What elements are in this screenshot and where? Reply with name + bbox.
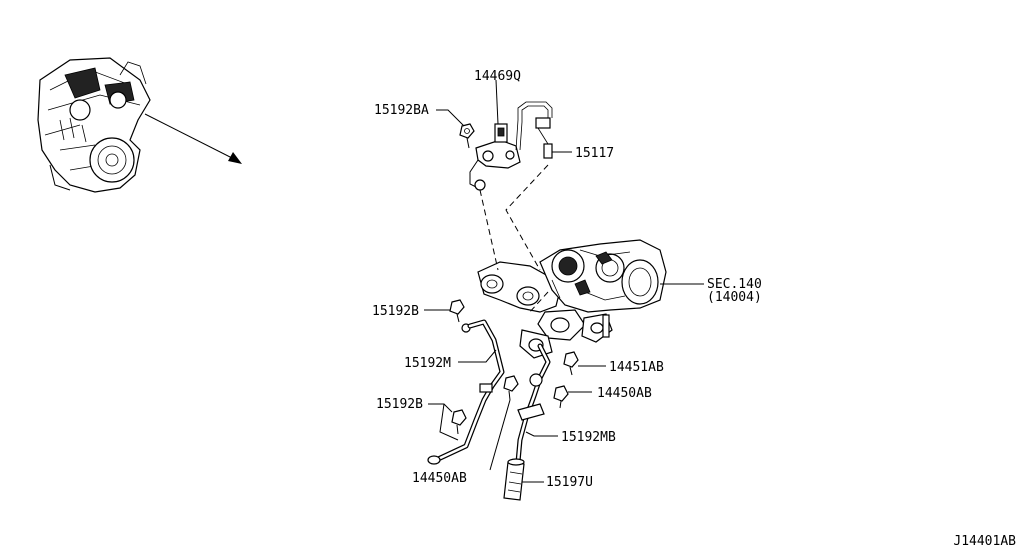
leader-15192ba [436,109,465,127]
dash-15117-to-manifold [505,164,549,271]
dash-manifold-to-tube [527,291,549,315]
overview-arrow [144,113,242,164]
callout-15192ba: 15192BA [374,103,429,118]
callout-sec140: SEC.140 [707,277,762,292]
callout-14469q: 14469Q [474,69,521,84]
hose-15197u [503,458,525,501]
dash-sensor-to-manifold [479,189,499,271]
callout-15117: 15117 [575,146,614,161]
bolt-14450ab-right [553,385,569,409]
tube-15192m [427,319,505,465]
engine-overview-illustration [37,57,151,193]
bolt-14450ab-bottom [503,375,519,401]
callout-14451ab: 14451AB [609,360,664,375]
bolt-15192b-upper [449,299,471,333]
callout-15192b-lower: 15192B [376,397,423,412]
turbocharger-assembly [477,239,667,359]
leader-15192mb [525,431,558,437]
bolt-15192b-lower [451,409,467,435]
callout-15197u: 15197U [546,475,593,490]
sensor-15117 [515,101,553,159]
callout-14450ab-right: 14450AB [597,386,652,401]
leader-14450ab-bottom [489,399,511,471]
leader-15192m [458,349,497,363]
bolt-15192ba [459,123,475,149]
tube-15192mb [515,343,551,465]
bolt-14451ab [563,351,579,376]
leader-14469q [495,79,499,125]
callout-15192mb: 15192MB [561,430,616,445]
callout-15192m: 15192M [404,356,451,371]
sensor-14469q [469,123,521,191]
callout-sec140-sub: (14004) [707,290,762,305]
callout-14450ab-bottom: 14450AB [412,471,467,486]
diagram-code: J14401AB [953,534,1016,549]
leader-15192b-lower [428,403,459,441]
callout-15192b-upper: 15192B [372,304,419,319]
